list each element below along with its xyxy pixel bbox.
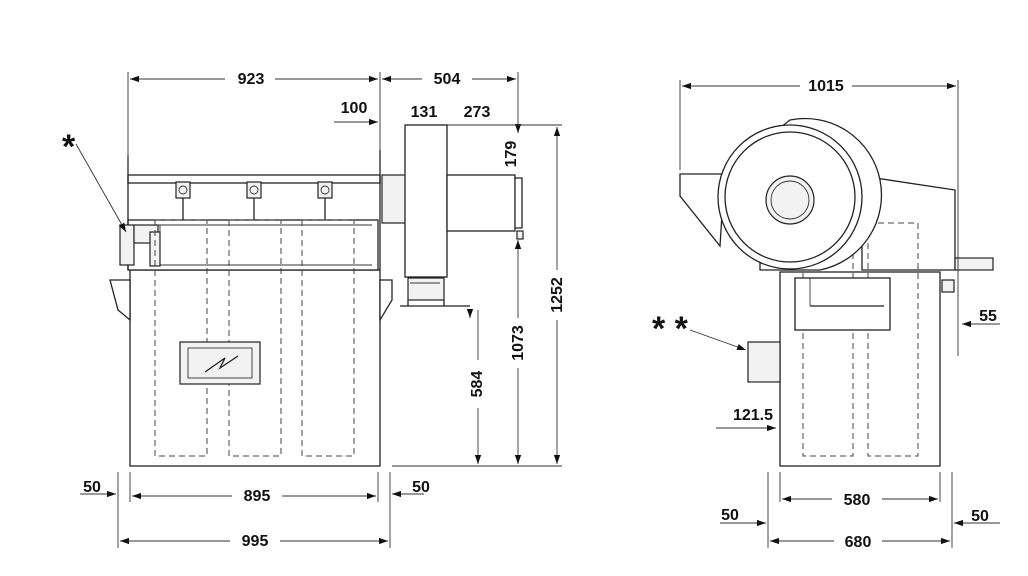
dim-995: 995: [242, 533, 269, 550]
dim-895: 895: [244, 488, 271, 505]
dim-273: 273: [464, 104, 491, 121]
dim-1015: 1015: [808, 78, 844, 95]
dim-179: 179: [503, 141, 520, 168]
dim-100: 100: [341, 100, 368, 117]
motor: [446, 174, 516, 232]
dim-55: 55: [979, 308, 997, 325]
side-left-hood: [679, 173, 723, 248]
dim-584: 584: [469, 371, 486, 398]
front-filter-cartridges: [154, 219, 355, 457]
dim-121-5: 121.5: [733, 407, 773, 424]
fan-flange: [381, 174, 409, 224]
dim-1252: 1252: [549, 277, 566, 313]
dim-580: 580: [844, 492, 871, 509]
front-left-clamp: [119, 224, 135, 266]
dim-923: 923: [238, 71, 265, 88]
dim-504: 504: [434, 71, 461, 88]
dim-side-left-50: 50: [721, 507, 739, 524]
side-view: 1015 55 121.5 580 50 50 680: [652, 78, 1000, 551]
lightning-icon: [204, 355, 239, 373]
dim-front-right-50: 50: [412, 479, 430, 496]
fan-housing: [404, 124, 448, 278]
side-accessory-box: [747, 341, 781, 383]
front-view: 923 504 100 131 273 179 1073 1252: [62, 71, 566, 550]
front-bolts: [175, 181, 333, 220]
side-dimensions: 1015 55 121.5 580 50 50 680: [679, 78, 1000, 551]
side-bracket: [794, 277, 891, 331]
side-outlet-pipe: [954, 257, 994, 271]
fan-inlet: [765, 175, 815, 225]
front-dimensions: 923 504 100 131 273 179 1073 1252: [80, 71, 566, 550]
dim-680: 680: [845, 534, 872, 551]
dim-1073: 1073: [510, 325, 527, 361]
front-left-foot: [109, 279, 131, 322]
front-right-foot: [379, 279, 393, 323]
front-control-panel: [179, 341, 261, 385]
dim-131: 131: [411, 104, 438, 121]
dim-front-left-50: 50: [83, 479, 101, 496]
front-filter-chamber: [127, 219, 379, 271]
single-asterisk-marker: *: [62, 128, 76, 166]
dim-side-right-50: 50: [971, 508, 989, 525]
double-asterisk-marker: * *: [652, 310, 689, 348]
